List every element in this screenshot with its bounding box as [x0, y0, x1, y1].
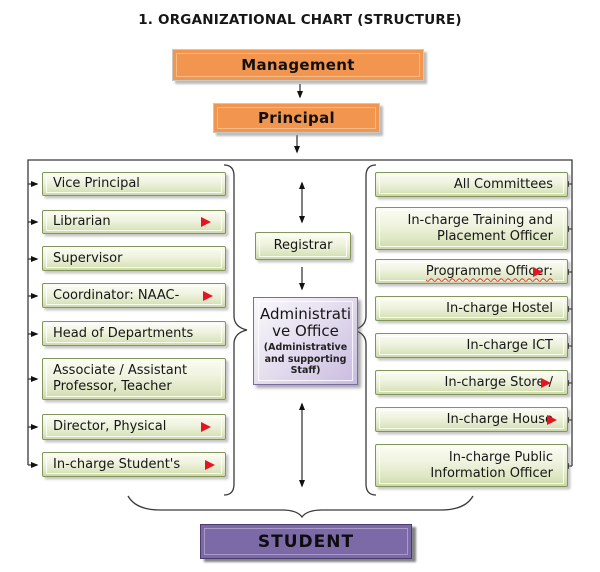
org-box-label: In-charge Student's: [53, 456, 181, 472]
node-label: Management: [241, 56, 355, 74]
node-public-information-officer: In-charge Public Information Officer: [375, 444, 568, 487]
admin-office-title-line2: ve Office: [272, 321, 339, 340]
node-label: Principal: [258, 109, 335, 127]
admin-office-title-line1: Administrati: [259, 304, 352, 323]
node-head-of-departments: Head of Departments: [42, 321, 226, 346]
org-box-label: In-charge Public Information Officer: [430, 449, 553, 481]
org-box-label: In-charge ICT: [466, 337, 553, 353]
left-branch-arrows: [28, 181, 39, 468]
admin-office-title: Administrati ve Office: [259, 304, 352, 341]
inner-border: [176, 53, 420, 77]
org-box-label: Head of Departments: [53, 325, 194, 341]
node-programme-officer: Programme Officer:: [375, 259, 568, 284]
red-arrow-icon: [533, 266, 543, 277]
inner-border: [217, 107, 376, 129]
org-box-label: Librarian: [53, 214, 111, 230]
org-box-label: In-charge Training and Placement Officer: [407, 212, 553, 244]
node-student: STUDENT: [200, 524, 412, 559]
red-arrow-icon: [201, 422, 211, 432]
red-arrow-icon: [547, 414, 557, 425]
org-box-label: Vice Principal: [53, 176, 140, 192]
bottom-brace: [127, 495, 474, 519]
left-brace: [223, 164, 248, 496]
org-box-label: In-charge House: [446, 411, 553, 427]
node-incharge-store: In-charge Store /: [375, 370, 568, 395]
node-incharge-house: In-charge House: [375, 407, 568, 432]
node-vice-principal: Vice Principal: [42, 172, 226, 196]
red-arrow-icon: [541, 377, 551, 388]
node-incharge-students: In-charge Student's: [42, 452, 226, 477]
org-box-label: Programme Officer:: [425, 263, 553, 279]
red-arrow-icon: [203, 290, 213, 301]
node-management: Management: [172, 49, 424, 81]
org-box-label: In-charge Store /: [444, 374, 554, 390]
node-incharge-hostel: In-charge Hostel: [375, 296, 568, 321]
org-box-label: All Committees: [453, 176, 553, 192]
node-registrar: Registrar: [255, 232, 351, 260]
node-associate-assistant-professor: Associate / Assistant Professor, Teacher: [42, 358, 226, 400]
node-principal: Principal: [213, 103, 380, 133]
inner-border: [204, 528, 408, 555]
red-arrow-icon: [205, 459, 215, 470]
org-box-label: Supervisor: [53, 250, 123, 266]
node-training-placement-officer: In-charge Training and Placement Officer: [375, 207, 568, 250]
node-librarian: Librarian: [42, 210, 226, 234]
node-coordinator-naac: Coordinator: NAAC-: [42, 283, 226, 308]
org-box-label: Coordinator: NAAC-: [53, 287, 180, 303]
org-box-label: In-charge Hostel: [446, 300, 553, 316]
node-administrative-office: Administrati ve Office (Administrative a…: [253, 297, 358, 385]
node-director-physical: Director, Physical: [42, 414, 226, 440]
node-all-committees: All Committees: [375, 172, 568, 197]
org-box-label: Director, Physical: [53, 419, 167, 435]
node-supervisor: Supervisor: [42, 246, 226, 271]
org-box-label: Registrar: [273, 238, 333, 254]
admin-office-subtitle: (Administrative and supporting Staff): [263, 342, 348, 376]
node-label: STUDENT: [257, 531, 355, 552]
page-title: 1. ORGANIZATIONAL CHART (STRUCTURE): [138, 12, 462, 28]
org-box-label: Associate / Assistant Professor, Teacher: [53, 363, 188, 394]
red-arrow-icon: [201, 217, 211, 227]
node-incharge-ict: In-charge ICT: [375, 333, 568, 358]
